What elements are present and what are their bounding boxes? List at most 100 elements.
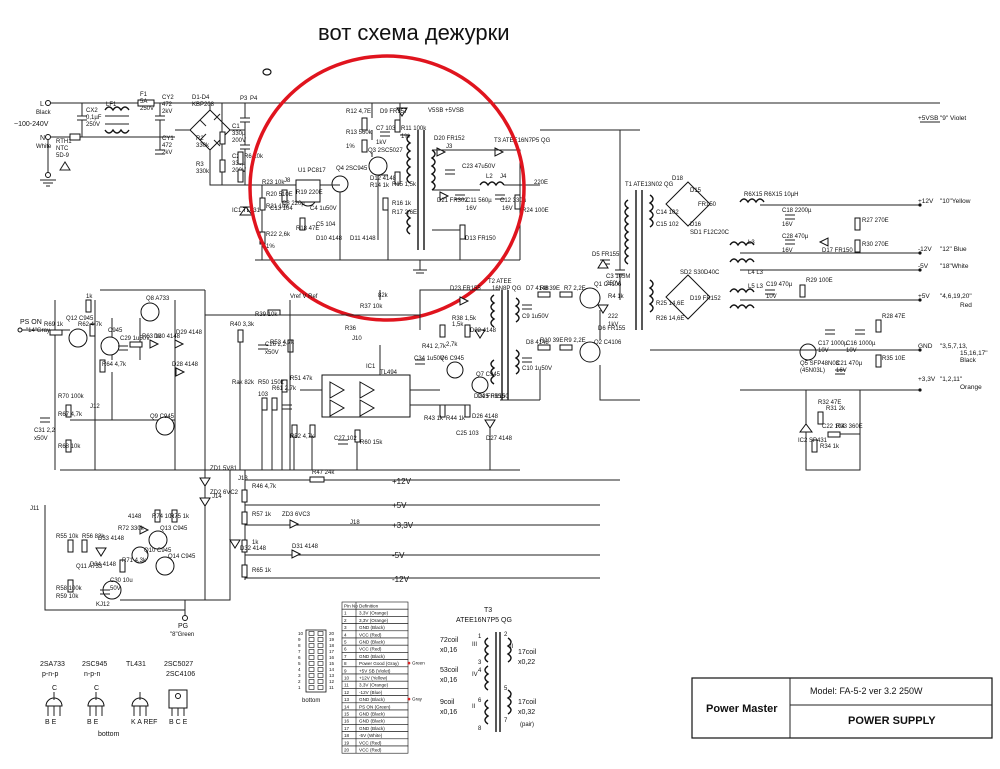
pinout-top-pin: C [52, 685, 57, 692]
component-label: C28 470µ [782, 234, 809, 240]
component-label: R58 100k [56, 586, 83, 592]
component-label: R51 47k [290, 376, 313, 382]
component-label: R65 1k [252, 568, 272, 574]
component-label: R21 10k [266, 204, 289, 210]
table-cell-definition: -12V (Blue) [359, 690, 383, 695]
table-cell-pin: 8 [344, 661, 347, 666]
winding-turns: 17coil [518, 699, 537, 706]
component-label: J3 [446, 144, 453, 150]
component-value: 330k [196, 169, 210, 175]
component-label: R56 82k [82, 534, 105, 540]
protection-section [17, 289, 620, 621]
component-label: 4148 [128, 514, 142, 520]
table-cell-definition: VCC (Red) [359, 740, 382, 745]
component-label: D29 4148 [176, 330, 203, 336]
component-ref: R2 [196, 136, 204, 142]
connector-pin [317, 685, 324, 690]
component-label: R20 510E [266, 192, 293, 198]
component-label: R19 220E [296, 190, 323, 196]
winding-turns: 72coil [440, 637, 459, 644]
component-label: C27 102 [334, 436, 357, 442]
component-label: R53 4,7k [270, 340, 295, 346]
pin-number: 10 [298, 631, 304, 636]
table-cell-pin: 10 [344, 676, 350, 681]
supply-rail-label: +5V [392, 501, 407, 510]
pin-number: 19 [329, 637, 335, 642]
output-wire-desc: "12" Blue [940, 246, 967, 253]
pin-number: 11 [329, 685, 334, 690]
output-wire-desc: "10"Yellow [940, 198, 971, 205]
component-label: D20 FR152 [434, 136, 465, 142]
component-label: J13 [238, 476, 248, 482]
connector-pin [317, 643, 324, 648]
table-row [341, 745, 409, 754]
component-rating: 200V [232, 138, 246, 144]
component-value: 330k [196, 143, 210, 149]
t3-subtitle: ATEE16N7P5 QG [456, 617, 512, 624]
table-cell-pin: 9 [344, 668, 347, 673]
component-label: 10V [818, 348, 829, 354]
table-cell-pin: 16 [344, 719, 350, 724]
component-label: R17 2,6E [392, 210, 417, 216]
table-cell-definition: Power Good (Gray) [359, 661, 399, 666]
component-label: J11 [30, 506, 40, 512]
component-ref: CY1 [162, 136, 174, 142]
table-cell-pin: 2 [344, 618, 347, 623]
pin-number: 7 [298, 649, 301, 654]
component-label: R4 1k [608, 294, 625, 300]
component-label: D12 4148 [370, 176, 397, 182]
standby-highlight-circle [248, 54, 526, 322]
component-label: D31 4148 [292, 544, 319, 550]
winding-wire: x0,32 [518, 709, 535, 716]
component-label: C7 103 [376, 126, 396, 132]
component-label: R38 1,5k [452, 316, 477, 322]
component-label: 2,7k [446, 342, 458, 348]
winding-turns: 17coil [518, 649, 537, 656]
component-label: R14 1k [370, 183, 390, 189]
component-label: 16N8P QG [492, 286, 522, 292]
component-label: D28 4148 [172, 362, 199, 368]
component-label: Q9 C945 [150, 414, 175, 420]
table-cell-definition: VCC (Red) [359, 647, 382, 652]
line-color-label: Black [36, 110, 52, 116]
supply-rail-label: -12V [392, 575, 410, 584]
brand-name: Power Master [706, 703, 778, 715]
component-label: Rak 82k [232, 380, 255, 386]
component-label: Q3 2SC5027 [368, 148, 403, 154]
pinout-pin-names: B C E [169, 719, 188, 726]
component-label: R47 24k [312, 470, 335, 476]
component-label: J18 [350, 520, 360, 526]
component-ref: R3 [196, 162, 204, 168]
output-wire-desc: 15,16,17" [960, 350, 988, 357]
component-label: 1kV [608, 322, 618, 328]
component-rating: 250V [140, 106, 154, 112]
output-rail-name: -12V [918, 246, 932, 253]
pin-number: 15 [329, 661, 335, 666]
component-label: 1k [252, 540, 259, 546]
component-label: L4 L3 [748, 270, 764, 276]
component-label: C13 104 [270, 206, 293, 212]
pinout-pin-names: B E [45, 719, 57, 726]
component-label: Vref V Ref [290, 294, 318, 300]
component-label: R7 2,2E [564, 286, 586, 292]
component-label: D32 4148 [240, 546, 267, 552]
pin-number: 5 [298, 661, 301, 666]
component-label: D21 FR302 [437, 198, 468, 204]
component-label: T3 ATEE16N7P5 QG [494, 138, 551, 144]
component-label: 1% [346, 144, 355, 150]
component-label: R26 14,6E [656, 316, 684, 322]
component-rating: 250V [86, 122, 100, 128]
component-label: 1kV [376, 140, 386, 146]
component-ref: C1 [232, 124, 240, 130]
output-rail-name: +3,3V [918, 376, 936, 383]
vsb-label: 220E [534, 180, 548, 186]
component-label: R64 4,7k [102, 362, 127, 368]
component-label: 16V [836, 368, 847, 374]
connector-pin [308, 661, 315, 666]
line-terminal-label: L [40, 101, 44, 108]
active-voltage-label: 82k [378, 293, 389, 299]
table-cell-pin: 19 [344, 740, 350, 745]
component-label: J8 [284, 178, 291, 184]
connector-pin [308, 643, 315, 648]
